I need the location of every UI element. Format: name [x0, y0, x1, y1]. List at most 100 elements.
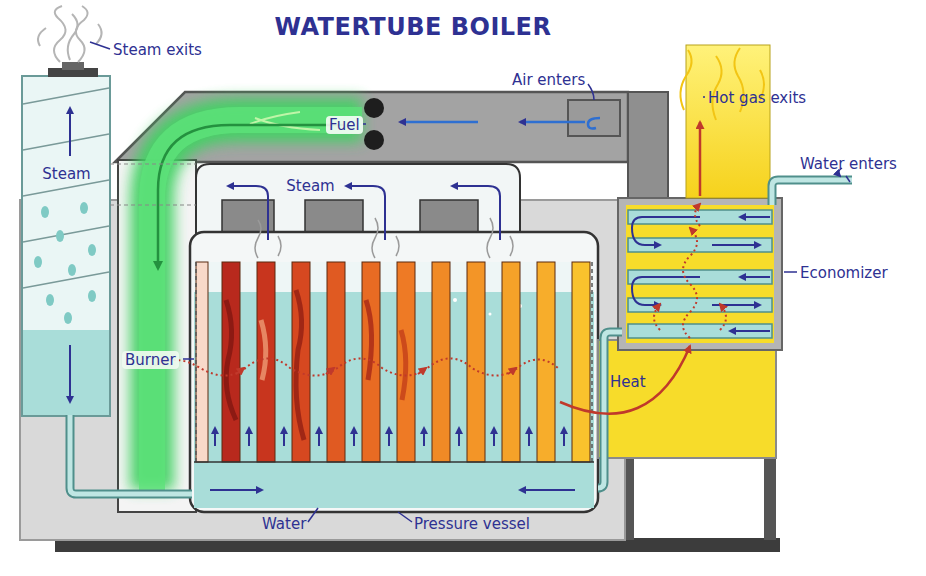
illustration-rect — [420, 200, 478, 232]
illustration-path — [772, 180, 852, 205]
illustration-rect — [618, 198, 782, 350]
illustration-line — [110, 204, 196, 205]
illustration-path — [654, 304, 660, 330]
illustration-path — [69, 345, 71, 402]
part-label: Burner — [122, 351, 179, 369]
steam-plume — [38, 6, 102, 62]
droplets — [34, 202, 96, 324]
illustration-path — [560, 346, 690, 414]
label-holder: Heat — [610, 372, 646, 391]
illustration-path — [401, 330, 406, 400]
illustration-path — [703, 96, 705, 98]
illustration-path — [308, 508, 318, 522]
illustration-path — [366, 300, 372, 380]
zone-label: Steam — [283, 177, 338, 195]
illustration-line — [23, 272, 109, 288]
illustration-path — [730, 330, 770, 332]
illustration-path — [683, 228, 697, 338]
illustration-ellipse — [88, 290, 96, 302]
illustration-path — [423, 428, 425, 446]
illustration-ellipse — [68, 264, 76, 276]
illustration-path — [712, 304, 760, 306]
illustration-path — [520, 489, 575, 491]
leader-lines — [90, 42, 850, 522]
part-label: Steam exits — [113, 41, 202, 59]
illustration-path — [588, 84, 594, 100]
illustration-rect — [598, 340, 776, 458]
steam-arrows — [228, 186, 500, 240]
illustration-rect — [257, 262, 275, 462]
illustration-path — [772, 180, 852, 205]
illustration-line — [195, 262, 197, 462]
label-holder: Fuel — [326, 115, 363, 134]
diagram-title: WATERTUBE BOILER — [275, 13, 552, 41]
illustration-path — [226, 300, 236, 420]
illustration-rect — [62, 62, 84, 70]
illustration-path — [90, 42, 110, 49]
illustration-circle — [453, 298, 457, 302]
illustration-path — [318, 428, 320, 446]
illustration-rect — [23, 330, 109, 415]
illustration-circle — [489, 313, 492, 316]
illustration-ellipse — [64, 312, 72, 324]
illustration-rect — [686, 45, 770, 198]
label-holder: Hot gas exits — [708, 88, 806, 107]
label-holder: Water enters — [800, 154, 897, 173]
illustration-path — [712, 56, 721, 120]
illustration-rect — [628, 324, 772, 338]
illustration-path — [150, 358, 558, 375]
gas-rise — [654, 204, 726, 338]
illustration-ellipse — [34, 256, 42, 268]
illustration-path — [784, 271, 797, 273]
part-label: Economizer — [800, 264, 888, 282]
economizer-arrows — [632, 217, 770, 331]
illustration-rect — [628, 92, 668, 200]
illustration-path — [508, 368, 516, 374]
illustration-line — [23, 134, 109, 150]
illustration-line — [23, 226, 109, 242]
illustration-rect — [467, 262, 485, 462]
illustration-path — [228, 186, 268, 240]
illustration-rect — [194, 292, 594, 508]
illustration-path — [680, 50, 691, 110]
part-label: Water enters — [800, 155, 897, 173]
illustration-path — [346, 186, 385, 240]
illustration-ellipse — [46, 294, 54, 306]
illustration-ellipse — [41, 206, 49, 218]
steam-zone: Steam — [283, 175, 338, 197]
illustration-rect — [626, 205, 774, 343]
part-label: Water — [262, 515, 306, 533]
illustration-line — [110, 163, 196, 164]
illustration-rect — [397, 262, 415, 462]
illustration-rect — [327, 262, 345, 462]
part-label: Fuel — [326, 116, 363, 134]
illustration-path — [598, 332, 622, 488]
illustration-path — [396, 236, 399, 256]
illustration-path — [493, 428, 495, 446]
illustration-path — [598, 332, 622, 488]
illustration-path — [740, 276, 770, 278]
illustration-path — [255, 220, 261, 258]
part-label: Air enters — [512, 71, 585, 89]
illustration-path — [326, 368, 334, 374]
label-holder: Economizer — [800, 263, 888, 282]
illustration-path — [363, 123, 366, 125]
illustration-path — [236, 368, 244, 374]
illustration-rect — [572, 262, 590, 462]
illustration-path — [712, 244, 760, 246]
illustration-path — [69, 108, 71, 156]
illustration-path — [699, 122, 702, 196]
steam-wisps — [255, 218, 513, 258]
illustration-path — [70, 415, 192, 494]
illustration-path — [296, 290, 304, 440]
illustration-path — [695, 204, 700, 226]
illustration-path — [210, 489, 262, 491]
illustration-path — [458, 428, 460, 446]
illustration-path — [196, 164, 520, 240]
illustration-path — [70, 415, 192, 494]
illustration-rect — [537, 262, 555, 462]
illustration-rect — [568, 100, 620, 136]
illustration-path — [183, 358, 194, 360]
illustration-path — [261, 320, 266, 380]
